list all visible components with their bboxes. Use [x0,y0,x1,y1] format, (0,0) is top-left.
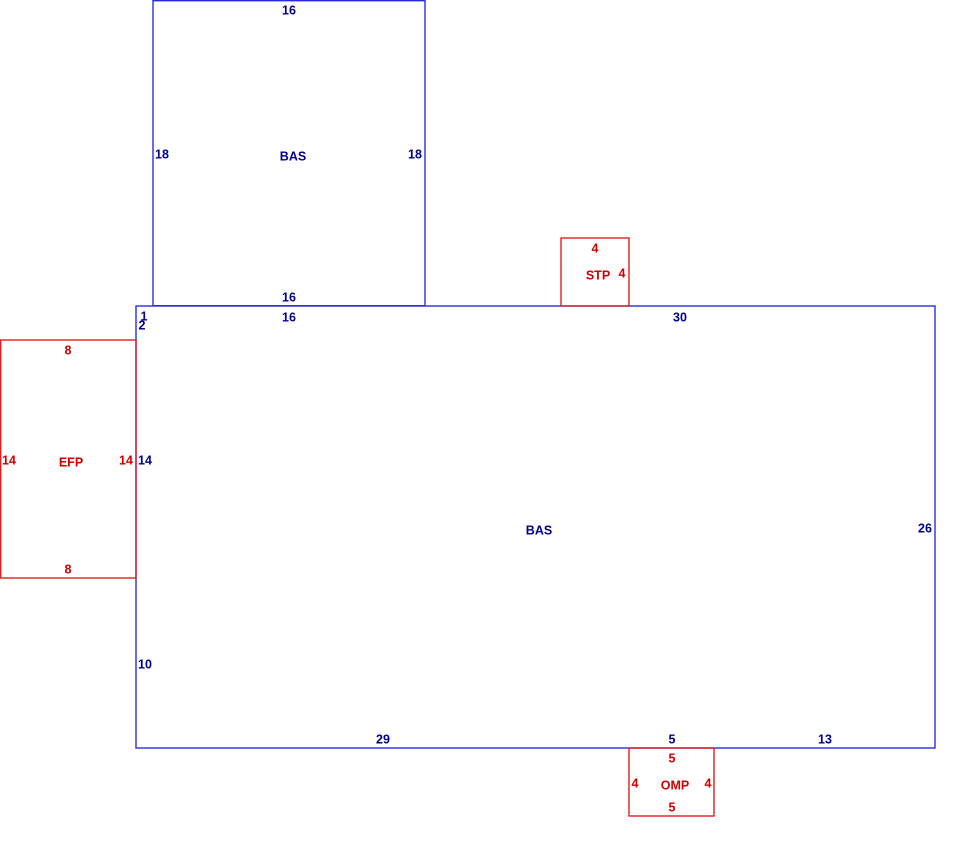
main-bas-corner-dimension-b: 2 [139,318,146,332]
omp-left-dimension: 4 [632,776,639,790]
efp-top-dimension: 8 [65,343,72,357]
main-bas-bottom-dimension-left: 29 [376,732,390,746]
main-bas-right-dimension: 26 [918,521,932,535]
main-bas-corner-dimension-a: 1 [141,309,148,323]
stp-outline [560,237,630,307]
upper-bas-code: BAS [280,149,306,163]
main-bas-left-dimension-upper: 14 [138,453,152,467]
efp-code: EFP [59,455,83,469]
omp-outline [628,747,715,817]
upper-bas-right-dimension: 18 [408,147,422,161]
stp-top-dimension: 4 [592,241,599,255]
upper-bas-top-dimension: 16 [282,3,296,17]
main-bas-top-dimension-left: 16 [282,310,296,324]
upper-bas-bottom-dimension: 16 [282,290,296,304]
upper-bas-left-dimension: 18 [155,147,169,161]
efp-outline [0,339,137,579]
main-bas-code: BAS [526,523,552,537]
main-bas-bottom-dimension-right: 13 [818,732,832,746]
efp-area: EFP 8 14 14 8 [0,339,137,579]
main-bas-bottom-dimension-mid: 5 [669,732,676,746]
efp-bottom-dimension: 8 [65,562,72,576]
omp-top-dimension: 5 [669,751,676,765]
main-bas-left-dimension-lower: 10 [138,657,152,671]
omp-right-dimension: 4 [705,776,712,790]
omp-bottom-dimension: 5 [669,800,676,814]
stp-area: STP 4 4 [560,237,630,307]
main-bas-area: BAS 1 2 16 30 14 10 26 29 5 13 [135,305,936,749]
stp-code: STP [586,268,610,282]
omp-code: OMP [661,778,689,792]
stp-right-dimension: 4 [619,266,626,280]
upper-bas-area: BAS 16 18 18 16 [152,0,426,307]
omp-area: OMP 5 4 4 5 [628,747,715,817]
main-bas-top-dimension-right: 30 [673,310,687,324]
efp-left-dimension: 14 [2,453,16,467]
efp-right-dimension: 14 [119,453,133,467]
